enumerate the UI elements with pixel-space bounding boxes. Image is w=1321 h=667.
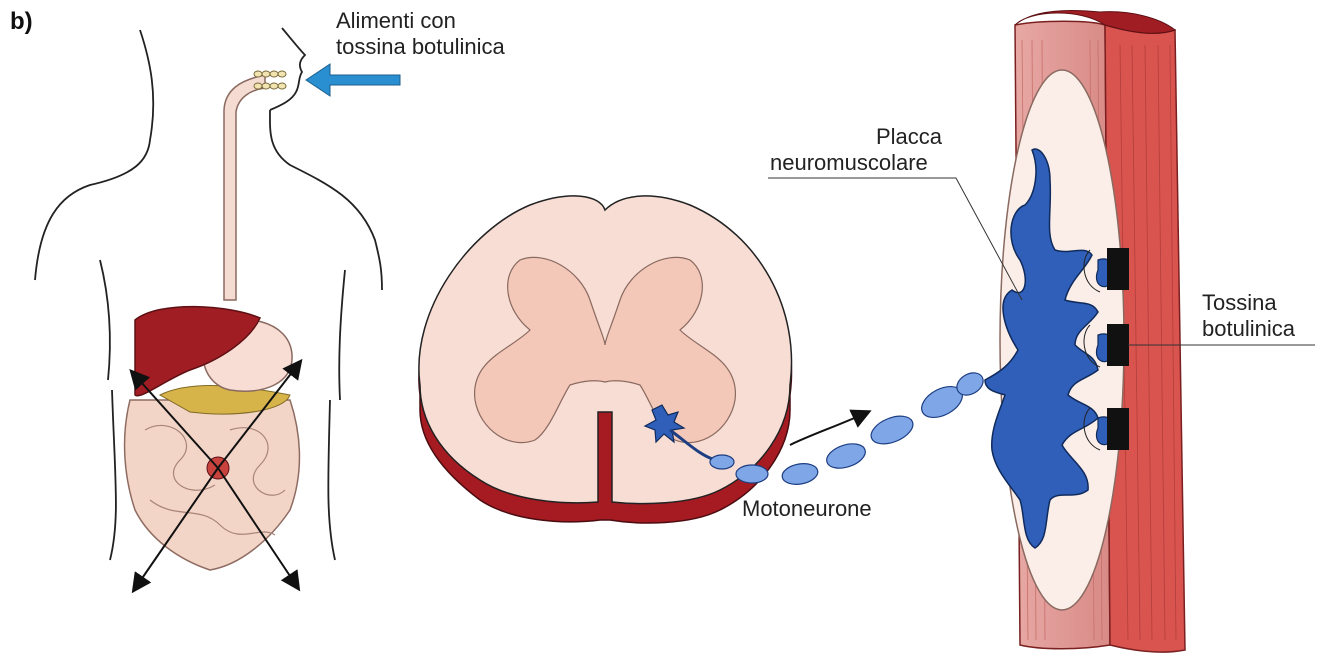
plaque-label-line1: Placca [876, 124, 942, 150]
intestines [125, 400, 300, 570]
motoneuron-label: Motoneurone [742, 496, 872, 522]
esophagus [224, 75, 265, 300]
food-label-line1: Alimenti con [336, 8, 456, 34]
toxin-blocks [1107, 248, 1129, 450]
plaque-label-line2: neuromuscolare [770, 150, 928, 176]
impulse-direction-arrow [790, 412, 868, 445]
food-label-line2: tossina botulinica [336, 34, 505, 60]
panel-letter: b) [10, 8, 33, 36]
toxin-label-line2: botulinica [1202, 316, 1295, 342]
toxin-label-line1: Tossina [1202, 290, 1277, 316]
ingestion-arrow [306, 64, 400, 96]
